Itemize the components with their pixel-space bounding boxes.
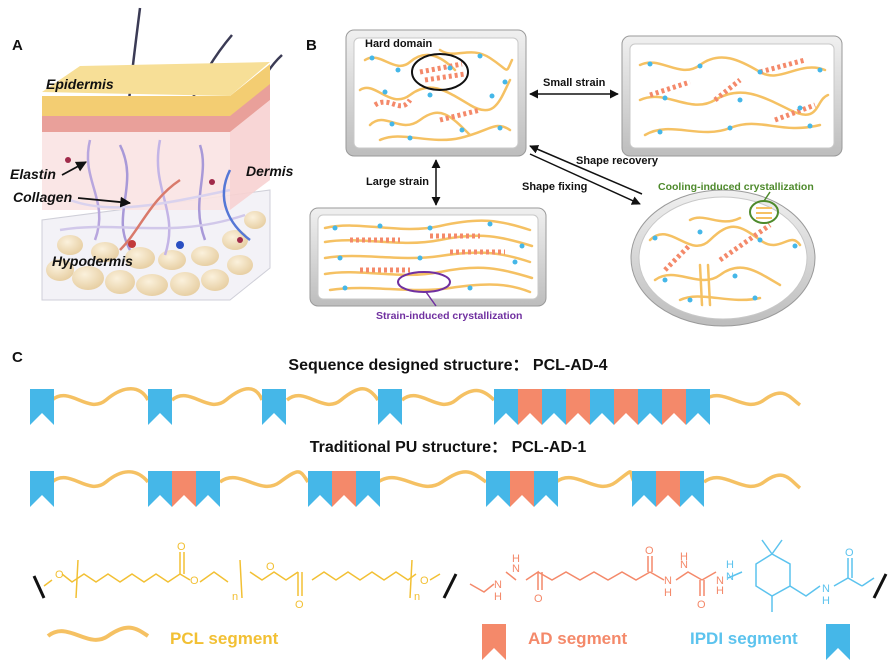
atom-H: H bbox=[726, 559, 734, 571]
skin-illustration: A bbox=[10, 7, 294, 301]
atom-O: O bbox=[534, 593, 543, 605]
vessel-dot bbox=[65, 157, 71, 163]
vessel-dot bbox=[128, 240, 136, 248]
repeat-n: n bbox=[232, 591, 238, 603]
pcl-segment-icon bbox=[46, 625, 150, 642]
epidermis-red-layer bbox=[42, 80, 270, 132]
label-shape-fixing: Shape fixing bbox=[522, 181, 587, 193]
atom-N: N bbox=[494, 579, 502, 591]
hard-segment-block bbox=[486, 471, 558, 507]
label-collagen: Collagen bbox=[13, 189, 72, 205]
atom-O: O bbox=[420, 575, 429, 587]
atom-N: N bbox=[512, 563, 520, 575]
repeat-n: n bbox=[414, 591, 420, 603]
legend-ipdi: IPDI segment bbox=[690, 629, 798, 648]
frame-shape-fixed: Cooling-induced crystallization bbox=[630, 181, 816, 327]
atom-H: H bbox=[716, 585, 724, 597]
atom-N: N bbox=[822, 583, 830, 595]
hair bbox=[126, 7, 142, 111]
atom-O: O bbox=[697, 599, 706, 611]
ipdi-segment-icon bbox=[30, 471, 54, 507]
atom-N: N bbox=[680, 559, 688, 571]
title-traditional-pu: Traditional PU structure： PCL-AD-1 bbox=[310, 439, 587, 456]
elastin-pointer bbox=[61, 161, 87, 176]
hard-segment-block bbox=[494, 389, 710, 425]
atom-O: O bbox=[190, 575, 199, 587]
label-shape-recovery: Shape recovery bbox=[576, 155, 659, 167]
cooling-crystal-pointer bbox=[763, 191, 771, 202]
atom-N: N bbox=[716, 575, 724, 587]
title-sequence-designed: Sequence designed structure： PCL-AD-4 bbox=[288, 357, 607, 374]
label-hypodermis: Hypodermis bbox=[52, 253, 133, 269]
vessel-dot bbox=[176, 241, 184, 249]
atom-H: H bbox=[512, 553, 520, 565]
atom-O: O bbox=[295, 599, 304, 611]
fat-cells bbox=[46, 211, 266, 296]
legend-ad: AD segment bbox=[528, 629, 628, 648]
atom-O: O bbox=[645, 545, 654, 557]
label-elastin: Elastin bbox=[10, 166, 56, 182]
label-strain-crystallization: Strain-induced crystallization bbox=[376, 310, 522, 322]
hard-segment-block bbox=[632, 471, 704, 507]
label-large-strain: Large strain bbox=[366, 176, 429, 188]
label-cooling-crystallization: Cooling-induced crystallization bbox=[658, 181, 814, 193]
atom-H: H bbox=[664, 587, 672, 599]
ipdi-segment-icon bbox=[826, 624, 850, 660]
frame-large-strain: Strain-induced crystallization bbox=[309, 207, 547, 322]
atom-H: H bbox=[680, 551, 688, 563]
pcl-ad-1-chain bbox=[30, 470, 802, 507]
atom-O: O bbox=[177, 541, 186, 553]
atom-N: N bbox=[664, 575, 672, 587]
label-epidermis: Epidermis bbox=[46, 76, 114, 92]
atom-O: O bbox=[266, 561, 275, 573]
vessel-dot bbox=[237, 237, 243, 243]
legend-pcl: PCL segment bbox=[170, 629, 279, 648]
vessel-dot bbox=[209, 179, 215, 185]
frame-original: Hard domain bbox=[345, 29, 527, 157]
collagen-pointer bbox=[77, 196, 132, 208]
strain-crystal-highlight bbox=[397, 271, 451, 293]
panel-label-a: A bbox=[12, 37, 23, 54]
ipdi-segment-icon bbox=[30, 389, 402, 425]
atom-O: O bbox=[845, 547, 854, 559]
sequence-diagram: C Sequence designed structure： PCL-AD-4 … bbox=[12, 349, 888, 660]
epidermis-yellow-layer bbox=[42, 64, 270, 116]
chemical-structure: O O O n O O n O bbox=[32, 539, 888, 612]
label-dermis: Dermis bbox=[246, 163, 294, 179]
pcl-ad-4-chain bbox=[30, 387, 802, 425]
frame-small-strain bbox=[621, 35, 843, 157]
mechanism-diagram: B H bbox=[306, 29, 843, 327]
atom-O: O bbox=[55, 569, 64, 581]
panel-label-b: B bbox=[306, 37, 317, 54]
strain-crystal-pointer bbox=[425, 291, 437, 307]
atom-H: H bbox=[822, 595, 830, 607]
panel-label-c: C bbox=[12, 349, 23, 366]
epidermis-top bbox=[42, 62, 270, 96]
label-hard-domain: Hard domain bbox=[365, 38, 433, 50]
hard-segment-block bbox=[148, 471, 220, 507]
hard-segment-block bbox=[308, 471, 380, 507]
dermis-side bbox=[230, 100, 270, 210]
dermis-fibers bbox=[59, 139, 251, 256]
cooling-crystal-lamellae bbox=[756, 207, 772, 219]
shape-recovery-arrow bbox=[529, 145, 643, 195]
atom-H: H bbox=[494, 591, 502, 603]
hard-domain-highlight bbox=[411, 53, 469, 91]
label-small-strain: Small strain bbox=[543, 77, 606, 89]
shape-fixing-arrow bbox=[529, 153, 641, 205]
legend: PCL segment AD segment IPDI segment bbox=[46, 624, 850, 660]
atom-N: N bbox=[726, 571, 734, 583]
ad-segment-icon bbox=[482, 624, 506, 660]
